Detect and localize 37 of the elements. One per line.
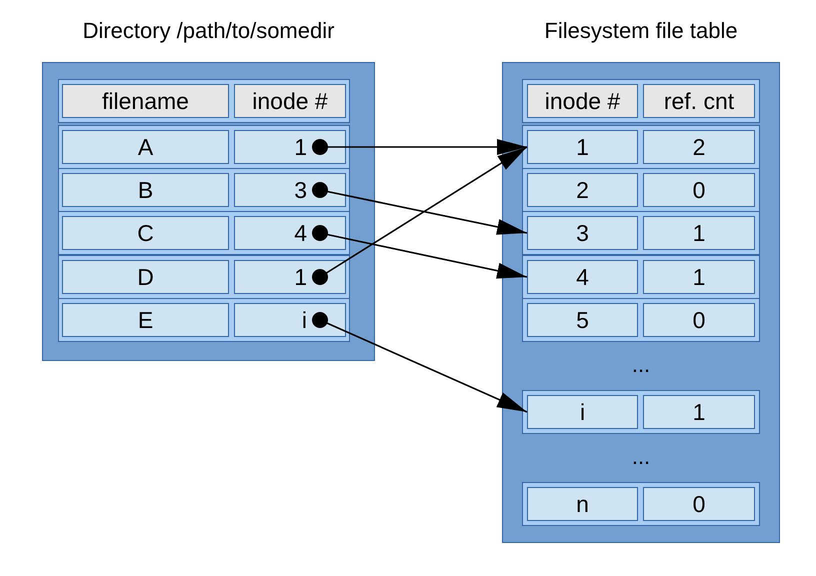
arrow [312, 146, 528, 285]
table-cell: 0 [643, 173, 755, 207]
ellipsis: ... [632, 444, 650, 470]
table-cell: 0 [643, 303, 755, 337]
table-title: Filesystem file table [543, 18, 739, 44]
table-cell: 4 [234, 216, 346, 250]
table-cell: 1 [234, 130, 346, 164]
ellipsis: ... [632, 352, 650, 378]
table-cell: 1 [527, 130, 638, 164]
arrow [312, 139, 527, 155]
table-cell: i [527, 395, 638, 429]
table-cell: E [62, 303, 229, 337]
table-cell: B [62, 173, 229, 207]
arrow [312, 182, 528, 235]
table-cell: 0 [643, 487, 755, 521]
table-cell: 1 [643, 216, 755, 250]
arrow [312, 225, 528, 279]
table-cell: n [527, 487, 638, 521]
table-cell: 2 [643, 130, 755, 164]
table-cell: i [234, 303, 346, 337]
table-title: Directory /path/to/somedir [82, 18, 336, 44]
table-cell: 1 [234, 260, 346, 294]
table-cell: A [62, 130, 229, 164]
table-cell: 1 [643, 395, 755, 429]
table-cell: 3 [527, 216, 638, 250]
table-cell: 4 [527, 260, 638, 294]
arrow [312, 312, 528, 413]
table-cell: C [62, 216, 229, 250]
column-header: ref. cnt [643, 84, 755, 118]
table-cell: 5 [527, 303, 638, 337]
column-header: filename [62, 84, 229, 118]
table-cell: 2 [527, 173, 638, 207]
table-cell: 3 [234, 173, 346, 207]
column-header: inode # [527, 84, 638, 118]
column-header: inode # [234, 84, 346, 118]
table-cell: D [62, 260, 229, 294]
table-cell: 1 [643, 260, 755, 294]
